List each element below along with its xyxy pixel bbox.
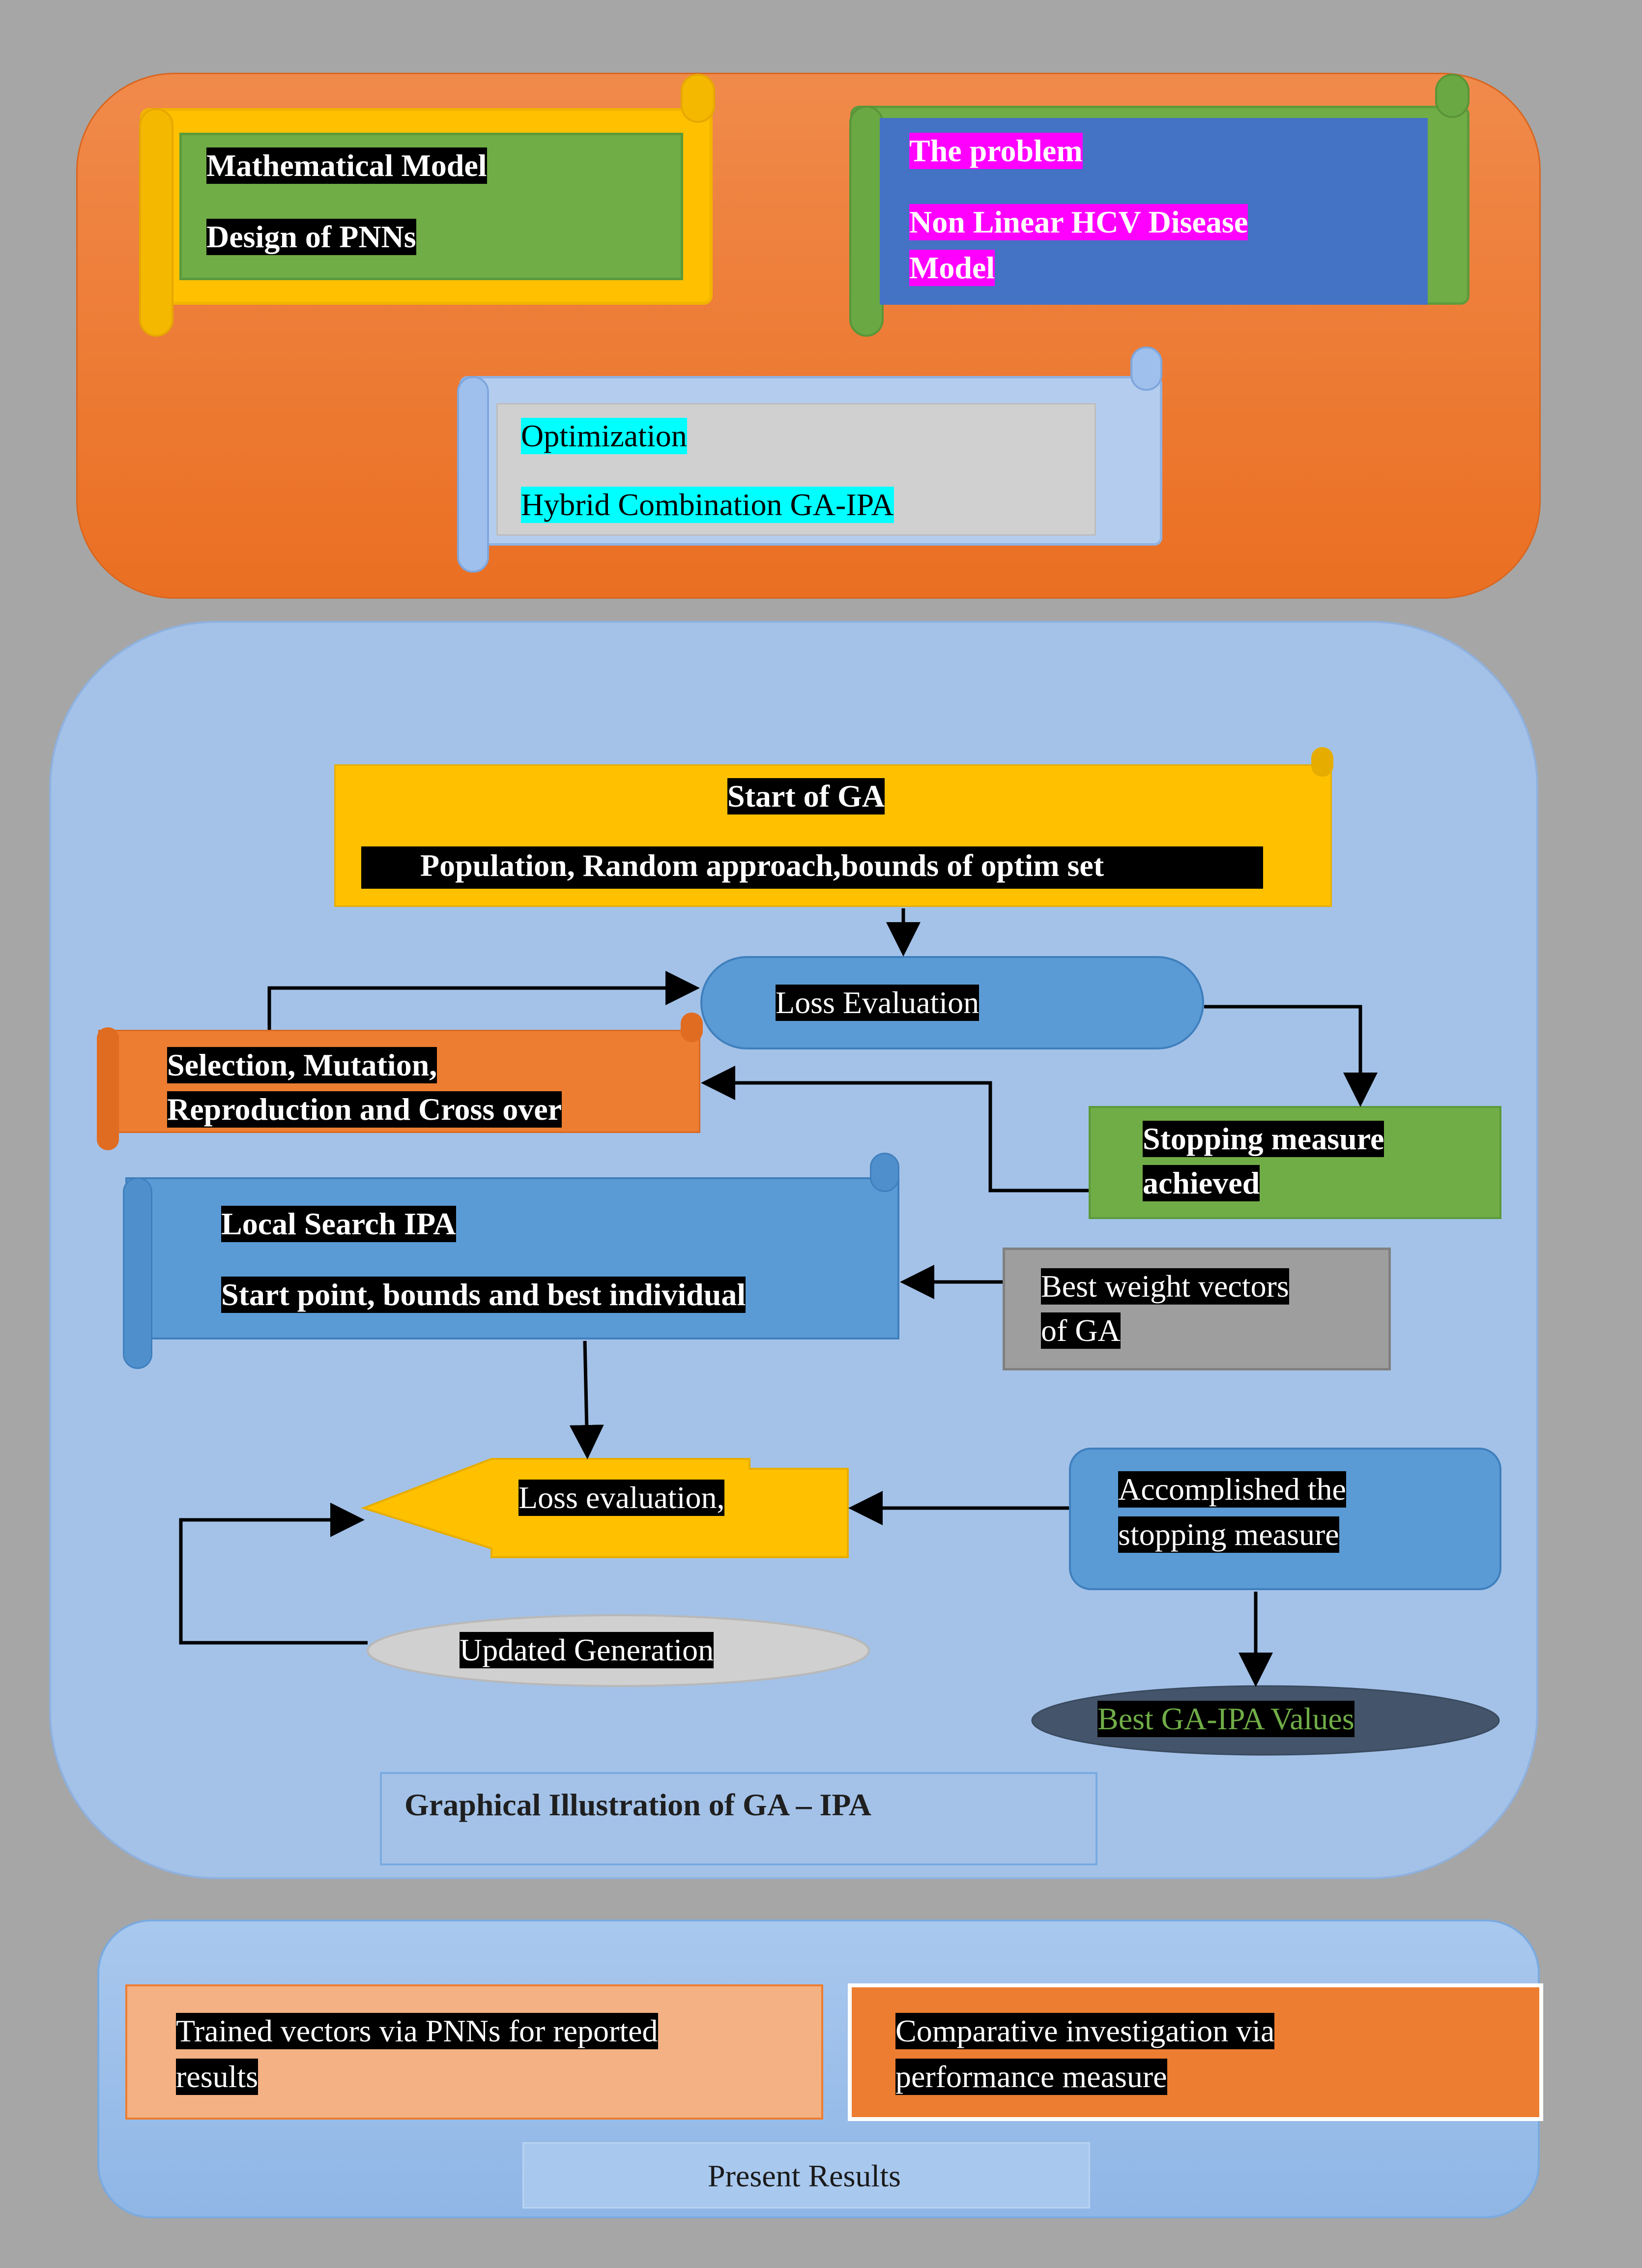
arrow-updated-to-losseval2 [179, 1503, 368, 1645]
loss-eval2-label: Loss evaluation, [519, 1480, 725, 1516]
comparative-line2: performance measure [895, 2059, 1167, 2095]
start-ga-subtitle-bg [361, 846, 1263, 889]
trained-line2: results [176, 2059, 259, 2095]
trained-box [125, 1984, 823, 2120]
accomplished-line1: Accomplished the [1118, 1471, 1346, 1508]
present-results-label: Present Results [708, 2158, 901, 2193]
optimization-scroll-curl-left [457, 376, 489, 573]
accomplished-line2: stopping measure [1118, 1516, 1339, 1553]
start-ga-title: Start of GA [727, 778, 885, 814]
selection-line1: Selection, Mutation, [167, 1047, 437, 1083]
arrow-selection-to-loss [267, 971, 700, 1030]
arrow-loss-to-stopping [1204, 1005, 1378, 1107]
diagram-caption: Graphical Illustration of GA – IPA [404, 1787, 871, 1822]
local-search-curl-left [123, 1177, 152, 1369]
arrow-localsearch-to-losseval2 [569, 1340, 604, 1459]
selection-line2: Reproduction and Cross over [167, 1091, 562, 1128]
local-search-curl-right [870, 1153, 899, 1192]
optimization-scroll-curl-right [1130, 347, 1162, 391]
loss-evaluation-label: Loss Evaluation [776, 985, 979, 1021]
updated-generation-label: Updated Generation [460, 1632, 714, 1668]
best-weight-line1: Best weight vectors [1041, 1268, 1289, 1305]
problem-scroll-curl-left [849, 106, 884, 337]
trained-line1: Trained vectors via PNNs for reported [176, 2013, 658, 2049]
selection-curl-right [681, 1013, 703, 1042]
present-results-box [522, 2142, 1090, 2209]
start-ga-curl [1311, 747, 1333, 777]
local-search-line2: Start point, bounds and best individual [221, 1277, 746, 1313]
caption-box [380, 1772, 1097, 1865]
problem-line2: Non Linear HCV Disease [909, 204, 1248, 240]
model-line2: Design of PNNs [206, 219, 416, 255]
model-scroll-curl-left [139, 108, 173, 337]
local-search-line1: Local Search IPA [221, 1206, 456, 1242]
comparative-box [848, 1983, 1543, 2121]
comparative-line1: Comparative investigation via [895, 2013, 1275, 2049]
stopping-line2: achieved [1143, 1165, 1260, 1201]
problem-line1: The problem [909, 133, 1083, 169]
problem-scroll-curl-right [1435, 74, 1469, 118]
stopping-line1: Stopping measure [1143, 1121, 1384, 1157]
arrow-stopping-to-selection [701, 1066, 1089, 1192]
model-scroll-curl-right [681, 74, 715, 123]
start-ga-subtitle: Population, Random approach,bounds of op… [420, 848, 1104, 883]
best-weight-box [1003, 1248, 1391, 1370]
selection-curl-left [97, 1027, 119, 1150]
best-weight-line2: of GA [1041, 1312, 1121, 1349]
optimization-line2: Hybrid Combination GA-IPA [521, 487, 894, 523]
problem-line3: Model [909, 250, 995, 286]
optimization-line1: Optimization [521, 418, 687, 454]
best-values-label: Best GA-IPA Values [1097, 1701, 1354, 1737]
model-line1: Mathematical Model [206, 147, 487, 184]
